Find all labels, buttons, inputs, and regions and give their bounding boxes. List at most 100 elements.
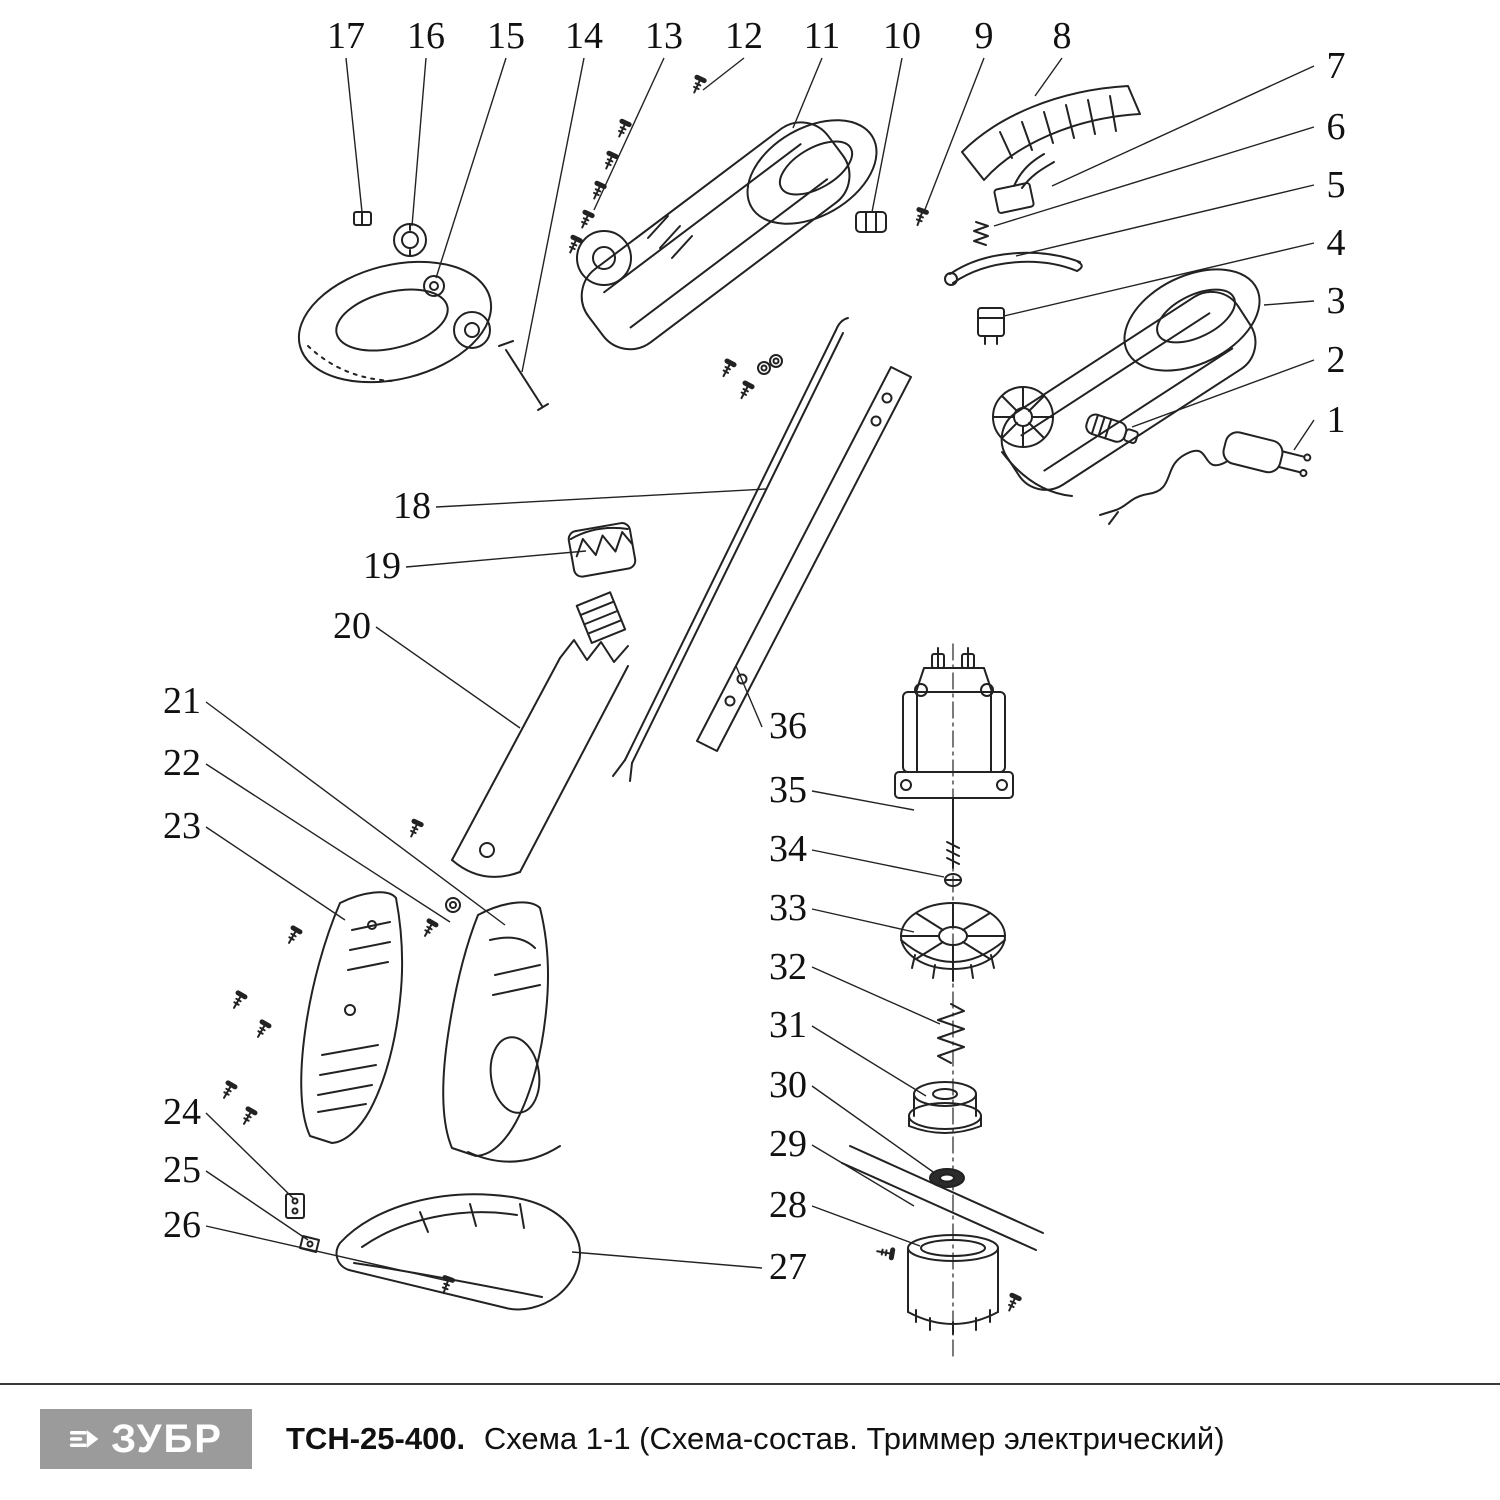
part-spool-hub bbox=[908, 1081, 982, 1134]
part-handle-nut bbox=[353, 211, 372, 226]
leader-16 bbox=[411, 57, 427, 227]
part-guard-bracket bbox=[285, 1193, 305, 1219]
part-lower-shaft-tube bbox=[451, 591, 629, 878]
callout-13: 13 bbox=[645, 15, 683, 57]
callout-28: 28 bbox=[769, 1184, 807, 1226]
callout-30: 30 bbox=[769, 1064, 807, 1106]
callout-33: 33 bbox=[769, 887, 807, 929]
callout-12: 12 bbox=[725, 15, 763, 57]
part-screw-27 bbox=[877, 1247, 894, 1258]
part-connector-block bbox=[855, 211, 887, 233]
callout-20: 20 bbox=[333, 605, 371, 647]
leader-33 bbox=[811, 908, 915, 933]
footer-divider bbox=[0, 1383, 1500, 1385]
leader-1 bbox=[1293, 419, 1315, 451]
zubr-logo-text: ЗУБР bbox=[111, 1417, 223, 1461]
leader-9 bbox=[923, 57, 985, 213]
callout-17: 17 bbox=[327, 15, 365, 57]
callout-36: 36 bbox=[769, 705, 807, 747]
footer: ЗУБР ТСН-25-400. Схема 1-1 (Схема-состав… bbox=[0, 1383, 1500, 1469]
callout-labels: 17 16 15 14 13 12 11 10 9 8 7 6 5 4 3 2 … bbox=[163, 15, 1346, 1288]
callout-3: 3 bbox=[1327, 280, 1346, 322]
callout-26: 26 bbox=[163, 1204, 201, 1246]
part-upper-housing-half bbox=[576, 119, 878, 351]
part-switch-block bbox=[977, 307, 1005, 345]
leader-31 bbox=[811, 1025, 927, 1097]
part-lock-ring bbox=[393, 223, 427, 257]
callout-19: 19 bbox=[363, 545, 401, 587]
leader-2 bbox=[1131, 359, 1315, 428]
diagram-subtitle: Схема 1-1 (Схема-состав. Триммер электри… bbox=[483, 1421, 1225, 1456]
part-screw-9 bbox=[914, 209, 927, 227]
leader-21 bbox=[205, 701, 506, 926]
part-guard-clip bbox=[299, 1235, 320, 1253]
zubr-logo-arrow-icon bbox=[69, 1430, 99, 1448]
callout-18: 18 bbox=[393, 485, 431, 527]
leader-3 bbox=[1263, 300, 1315, 306]
part-power-cable bbox=[612, 317, 849, 782]
part-washer-small bbox=[423, 275, 445, 297]
leader-28 bbox=[811, 1205, 921, 1247]
part-screw-bottom-right bbox=[1006, 1294, 1020, 1312]
leader-35 bbox=[811, 790, 915, 811]
leader-17 bbox=[345, 57, 363, 213]
leader-10 bbox=[871, 57, 903, 213]
leader-30 bbox=[811, 1085, 937, 1175]
part-housing-screws-upper bbox=[567, 120, 630, 254]
part-terminal-plate bbox=[993, 153, 1055, 214]
leader-34 bbox=[811, 849, 945, 878]
part-power-plug-cord bbox=[1099, 431, 1312, 525]
leader-8 bbox=[1034, 57, 1063, 97]
callout-5: 5 bbox=[1327, 164, 1346, 206]
leader-22 bbox=[205, 763, 451, 923]
callout-32: 32 bbox=[769, 946, 807, 988]
callout-31: 31 bbox=[769, 1004, 807, 1046]
part-contact-spring bbox=[973, 221, 989, 246]
callout-16: 16 bbox=[407, 15, 445, 57]
part-lower-housing-left bbox=[300, 891, 404, 1144]
callout-2: 2 bbox=[1327, 339, 1346, 381]
leader-5 bbox=[1015, 184, 1315, 257]
part-cable-gland bbox=[1085, 413, 1139, 444]
leader-18 bbox=[435, 488, 767, 508]
part-front-loop-handle bbox=[297, 260, 493, 384]
callout-29: 29 bbox=[769, 1123, 807, 1165]
callout-27: 27 bbox=[769, 1246, 807, 1288]
callout-14: 14 bbox=[565, 15, 603, 57]
part-washer-dark bbox=[929, 1168, 965, 1188]
part-coupling-nut bbox=[567, 522, 637, 578]
callout-11: 11 bbox=[804, 15, 841, 57]
model-number: ТСН-25-400. bbox=[286, 1421, 466, 1456]
diagram-title: ТСН-25-400. Схема 1-1 (Схема-состав. Три… bbox=[286, 1421, 1225, 1457]
leader-36 bbox=[735, 665, 763, 728]
zubr-logo: ЗУБР bbox=[40, 1409, 252, 1469]
leader-29 bbox=[811, 1144, 915, 1207]
part-motor bbox=[894, 647, 1014, 869]
part-lower-housing-screws bbox=[221, 820, 437, 1126]
callout-34: 34 bbox=[769, 828, 807, 870]
part-fastener-ring bbox=[445, 897, 461, 913]
callout-24: 24 bbox=[163, 1091, 201, 1133]
leader-15 bbox=[435, 57, 507, 279]
part-spool-cup bbox=[907, 1234, 999, 1335]
part-mid-fasteners bbox=[720, 354, 783, 400]
callout-7: 7 bbox=[1327, 45, 1346, 87]
leader-14 bbox=[521, 57, 585, 373]
callout-21: 21 bbox=[163, 680, 201, 722]
leader-20 bbox=[375, 626, 521, 729]
part-cutting-line bbox=[841, 1145, 1044, 1251]
callout-23: 23 bbox=[163, 805, 201, 847]
leader-7 bbox=[1051, 65, 1315, 187]
parts-artwork bbox=[221, 76, 1312, 1359]
part-fan bbox=[900, 902, 1006, 982]
part-housing-assembled bbox=[992, 268, 1261, 497]
callout-1: 1 bbox=[1327, 399, 1346, 441]
leader-19 bbox=[405, 550, 587, 568]
callout-25: 25 bbox=[163, 1149, 201, 1191]
leader-lines bbox=[205, 57, 1315, 1282]
callout-9: 9 bbox=[975, 15, 994, 57]
leader-11 bbox=[792, 57, 823, 129]
leader-4 bbox=[1003, 242, 1315, 317]
part-screw-12 bbox=[691, 76, 705, 94]
